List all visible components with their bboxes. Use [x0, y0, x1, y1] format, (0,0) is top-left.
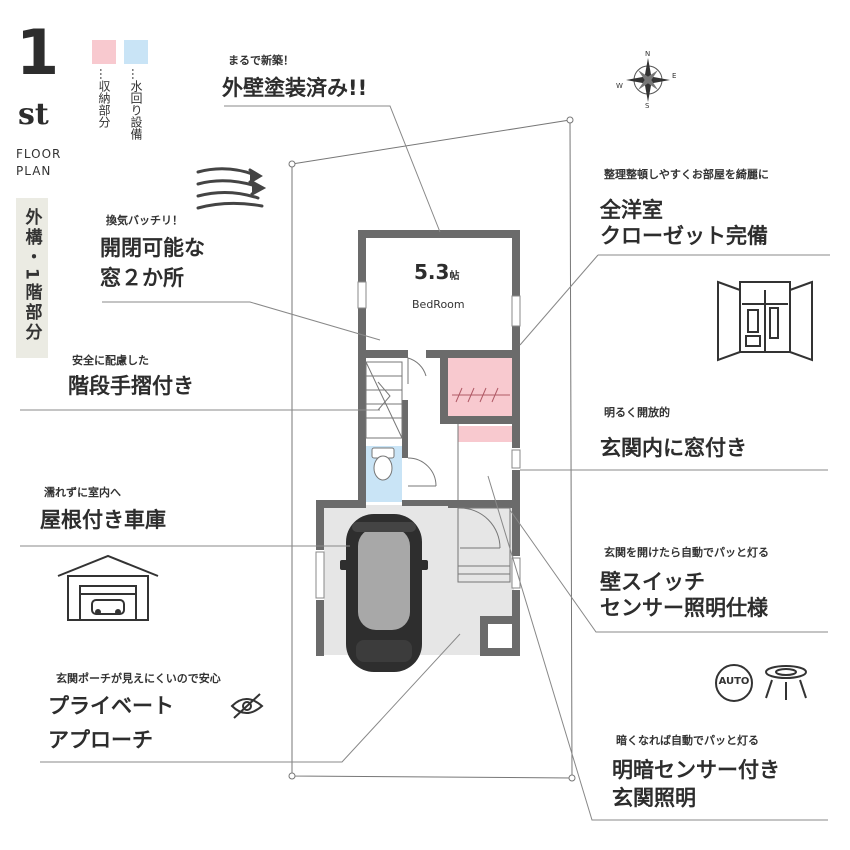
callout-stairs-small: 安全に配慮した: [72, 354, 149, 367]
closet-hangers: [452, 387, 510, 403]
car-icon: [340, 514, 428, 672]
legend-water-label: …水回り設備: [129, 68, 143, 140]
callout-light-sensor-head-1: 明暗センサー付き: [612, 758, 780, 782]
callout-closet-head-2: クローゼット完備: [600, 224, 768, 248]
callout-garage-small: 濡れずに室内へ: [44, 486, 121, 499]
eye-off-icon: [230, 693, 264, 719]
floor-plan-label: FLOOR PLAN: [16, 146, 61, 180]
callout-windows-head-2: 窓２か所: [100, 266, 184, 290]
floor-label-line2: PLAN: [16, 164, 52, 178]
callout-entrance-window-head: 玄関内に窓付き: [600, 436, 747, 460]
section-tag: 外構・1階部分: [16, 198, 48, 358]
callout-switch-head-2: センサー照明仕様: [600, 596, 768, 620]
callout-approach-head-2: アプローチ: [48, 728, 153, 752]
compass-icon: [626, 58, 670, 102]
callout-windows-small: 換気バッチリ！: [106, 214, 183, 227]
callout-approach-head-1: プライベート: [48, 694, 174, 718]
garage-icon: [57, 554, 159, 621]
callout-windows-head-1: 開閉可能な: [100, 236, 205, 260]
compass-n: N: [645, 50, 651, 58]
toilet-fixture: [371, 447, 395, 481]
entrance-storage: [458, 426, 512, 442]
room-size: 5.3帖: [414, 260, 459, 284]
closet-storage: [448, 358, 512, 416]
legend-water-swatch: [124, 40, 148, 64]
wind-arrows-icon: [196, 167, 267, 210]
pillar-box: [488, 624, 512, 648]
callout-garage-head: 屋根付き車庫: [40, 508, 166, 532]
callout-closet-small: 整理整頓しやすくお部屋を綺麗に: [604, 168, 769, 181]
legend-storage-label: …収納部分: [97, 68, 111, 128]
callout-lines: [20, 105, 830, 821]
callout-light-sensor-head-2: 玄関照明: [612, 786, 696, 810]
room-name: BedRoom: [412, 298, 465, 311]
legend-storage-swatch: [92, 40, 116, 64]
staircase: [365, 361, 403, 439]
compass-w: W: [616, 82, 623, 90]
ceiling-light-icon: [765, 665, 807, 700]
section-tag-text: 外構・1階部分: [21, 208, 42, 343]
floor-suffix: st: [18, 97, 49, 132]
callout-entrance-window-small: 明るく開放的: [604, 406, 670, 419]
closet-icon: [717, 280, 813, 362]
room-size-value: 5.3: [414, 260, 450, 284]
room-size-unit: 帖: [449, 271, 460, 282]
windows: [315, 281, 521, 599]
callout-switch-small: 玄関を開けたら自動でパッと灯る: [604, 546, 769, 559]
callout-approach-small: 玄関ポーチが見えにくいので安心: [56, 672, 221, 685]
floor-label-line1: FLOOR: [16, 147, 62, 161]
floor-number: 1: [16, 16, 60, 89]
auto-sensor-icon: [715, 664, 753, 702]
callout-exterior-head: 外壁塗装済み!!: [222, 76, 368, 100]
callout-stairs-head: 階段手摺付き: [68, 374, 194, 398]
callout-light-sensor-small: 暗くなれば自動でパッと灯る: [616, 734, 759, 747]
callout-switch-head-1: 壁スイッチ: [600, 570, 705, 594]
site-boundary: [288, 116, 576, 782]
auto-label: AUTO: [718, 676, 750, 687]
door-swings: [407, 357, 501, 549]
entrance-step: [457, 507, 511, 583]
compass-s: S: [645, 102, 650, 110]
callout-exterior-small: まるで新築！: [228, 54, 294, 67]
callout-closet-head-1: 全洋室: [600, 198, 663, 222]
compass-e: E: [672, 72, 677, 80]
